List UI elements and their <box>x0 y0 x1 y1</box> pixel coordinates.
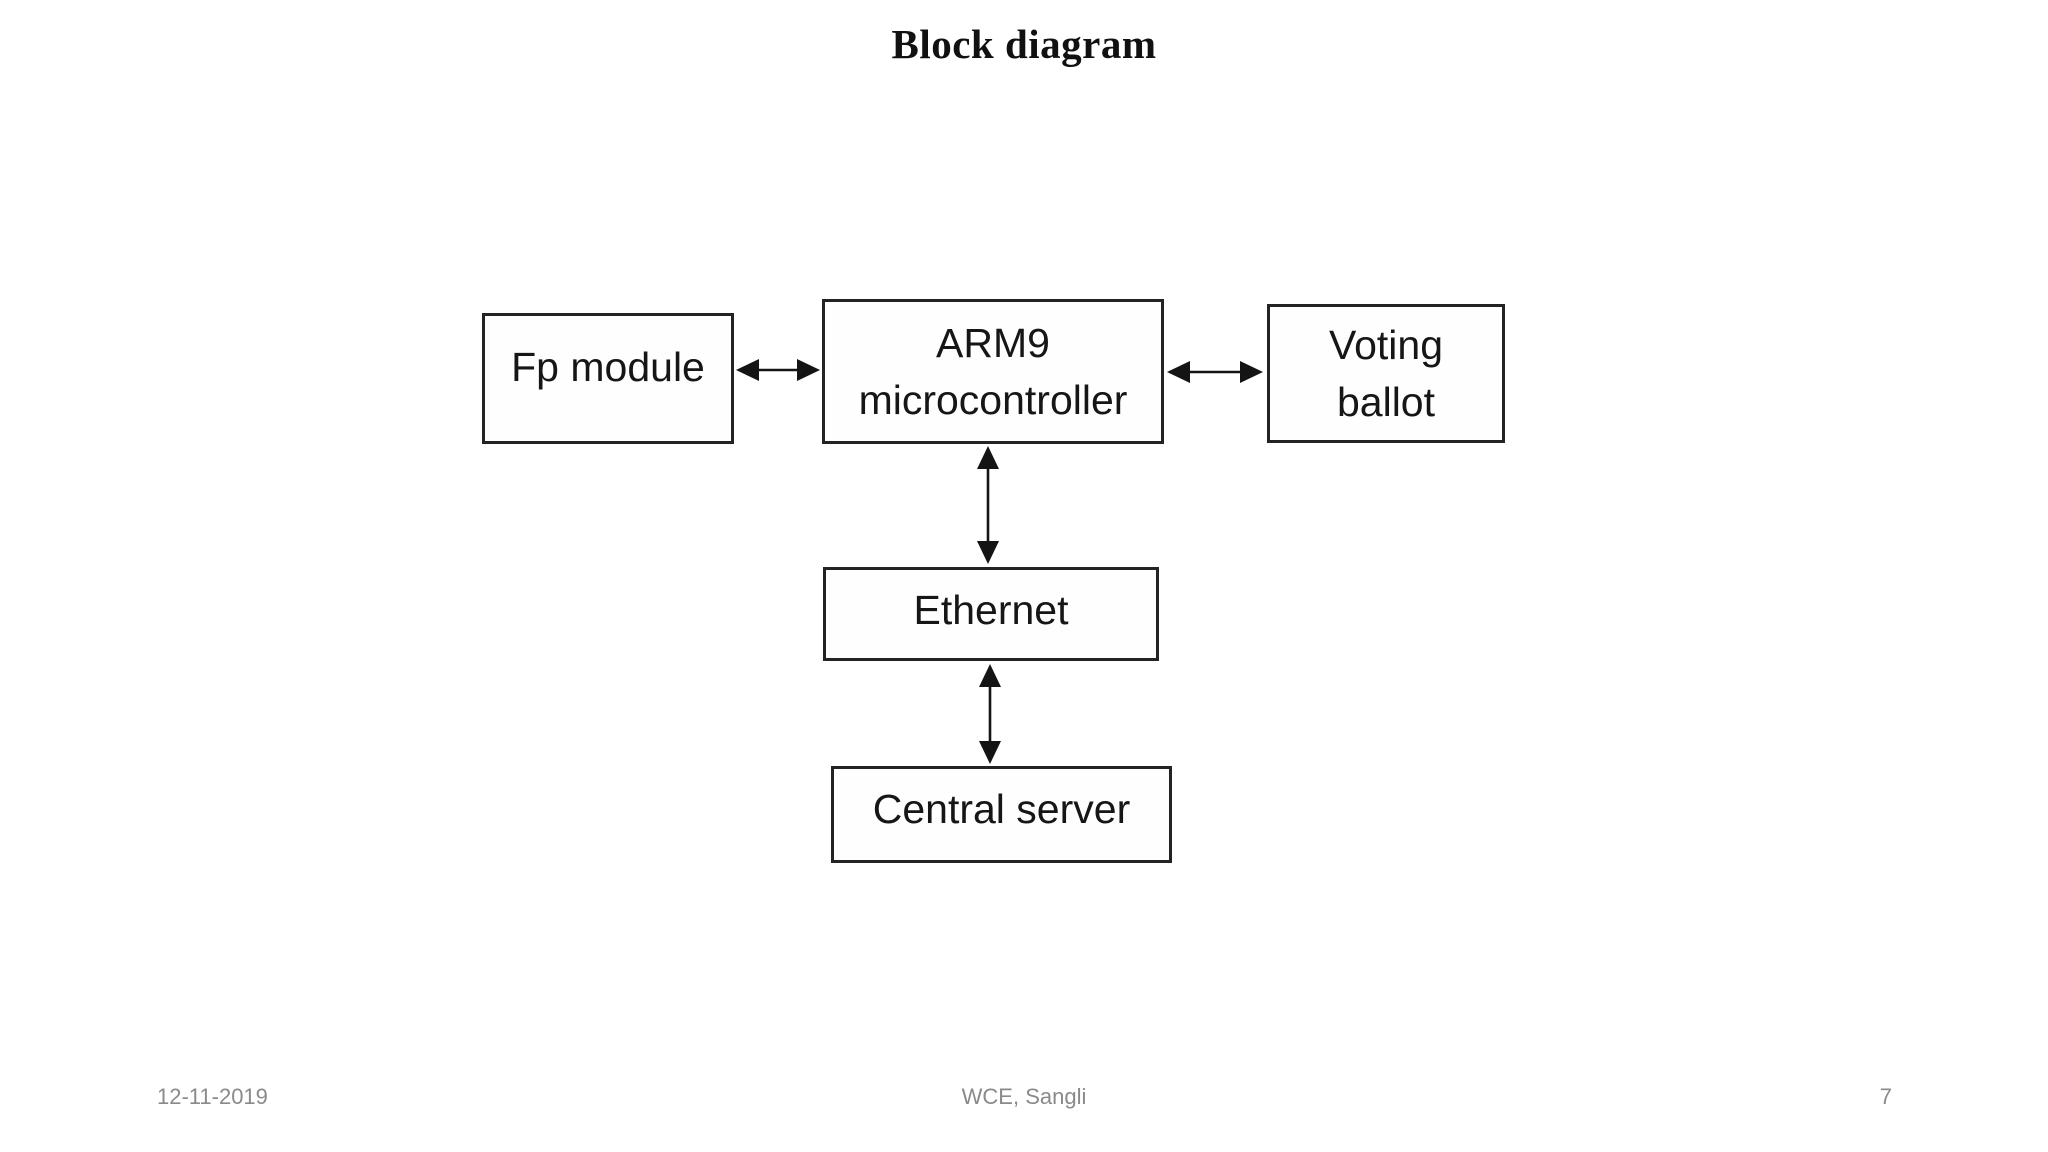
block-label-line: microcontroller <box>858 376 1128 423</box>
footer-date: 12-11-2019 <box>157 1084 268 1109</box>
block-arm9-microcontroller: ARM9 microcontroller <box>822 299 1164 444</box>
block-voting-ballot: Voting ballot <box>1267 304 1505 443</box>
block-label: Ethernet <box>913 586 1069 633</box>
block-ethernet: Ethernet <box>823 567 1159 661</box>
block-label: Fp module <box>511 344 705 391</box>
block-label-line: Voting <box>1329 321 1443 368</box>
block-fp-module: Fp module <box>482 313 734 444</box>
footer-page-number: 7 <box>1879 1084 1892 1109</box>
block-central-server: Central server <box>831 766 1172 863</box>
block-label: Central server <box>872 786 1131 833</box>
arrow-arm9-voting-ballot <box>1167 361 1263 383</box>
block-label-line: ballot <box>1336 378 1435 425</box>
slide-title: Block diagram <box>891 21 1157 67</box>
block-label-line: ARM9 <box>936 319 1050 366</box>
arrow-arm9-ethernet <box>977 446 999 564</box>
arrow-ethernet-central-server <box>979 664 1001 764</box>
arrow-fp-module-arm9 <box>736 359 820 381</box>
footer-venue: WCE, Sangli <box>961 1084 1087 1109</box>
